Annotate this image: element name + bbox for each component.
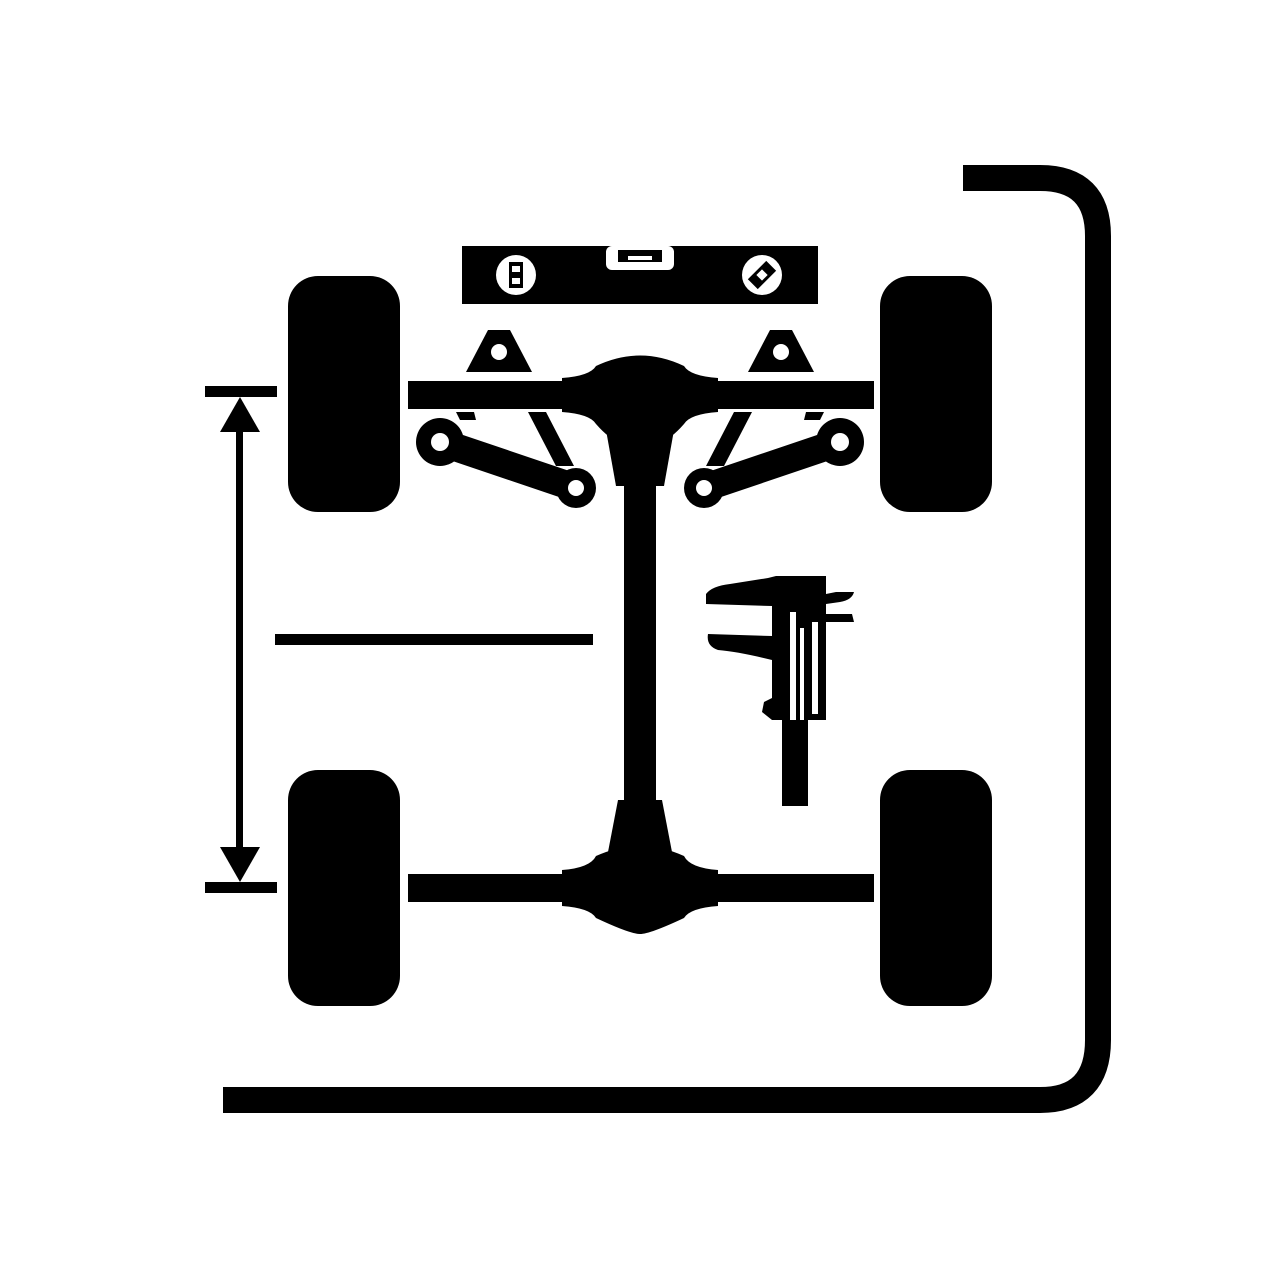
- frame-corner-bracket-icon: [223, 165, 1111, 1113]
- dimension-arrow-icon: [205, 386, 277, 893]
- drive-shaft: [624, 480, 656, 802]
- left-control-arm: [416, 412, 596, 508]
- front-right-wheel: [880, 276, 992, 512]
- front-left-wheel: [288, 276, 400, 512]
- right-suspension-bracket: [748, 330, 814, 372]
- rear-right-wheel: [880, 770, 992, 1006]
- caliper-icon: [706, 576, 854, 806]
- front-axle: [408, 355, 874, 486]
- left-suspension-bracket: [466, 330, 532, 372]
- spirit-level-icon: [462, 246, 818, 304]
- rear-left-wheel: [288, 770, 400, 1006]
- right-control-arm: [684, 412, 864, 508]
- rear-axle: [408, 800, 874, 934]
- midline-reference-line: [275, 634, 593, 645]
